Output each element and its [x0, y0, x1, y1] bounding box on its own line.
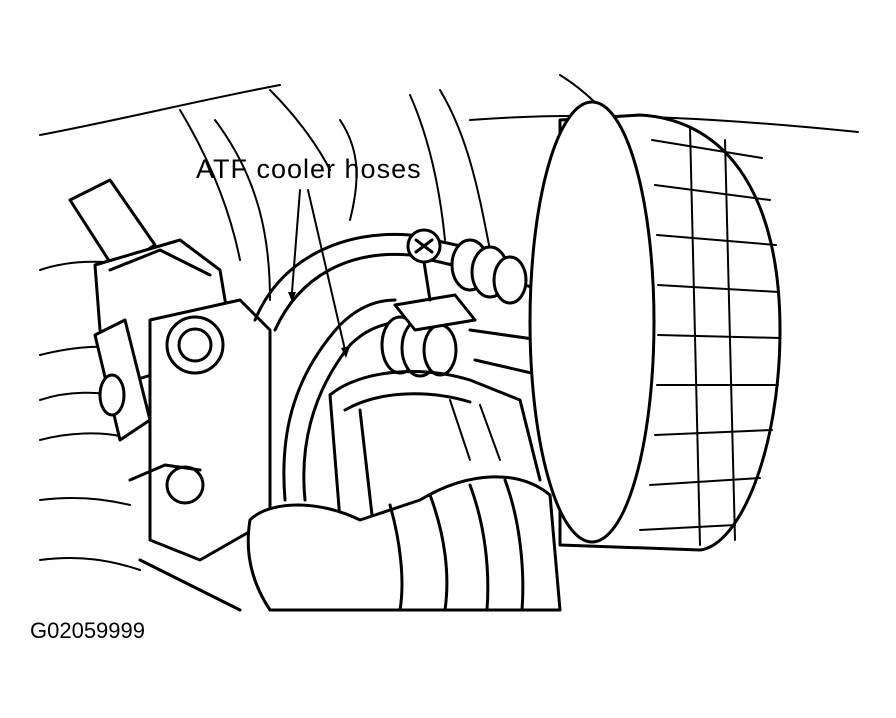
transmission-housing [328, 370, 542, 522]
wheel-drum [528, 100, 782, 552]
figure-id: G02059999 [30, 618, 145, 643]
steering-joint [68, 178, 272, 612]
cv-boot [246, 475, 562, 612]
callout-label: ATF cooler hoses [196, 154, 422, 184]
hose-clamps [380, 228, 528, 378]
atf-cooler-hoses [253, 232, 542, 502]
callout-leaders [288, 189, 350, 358]
